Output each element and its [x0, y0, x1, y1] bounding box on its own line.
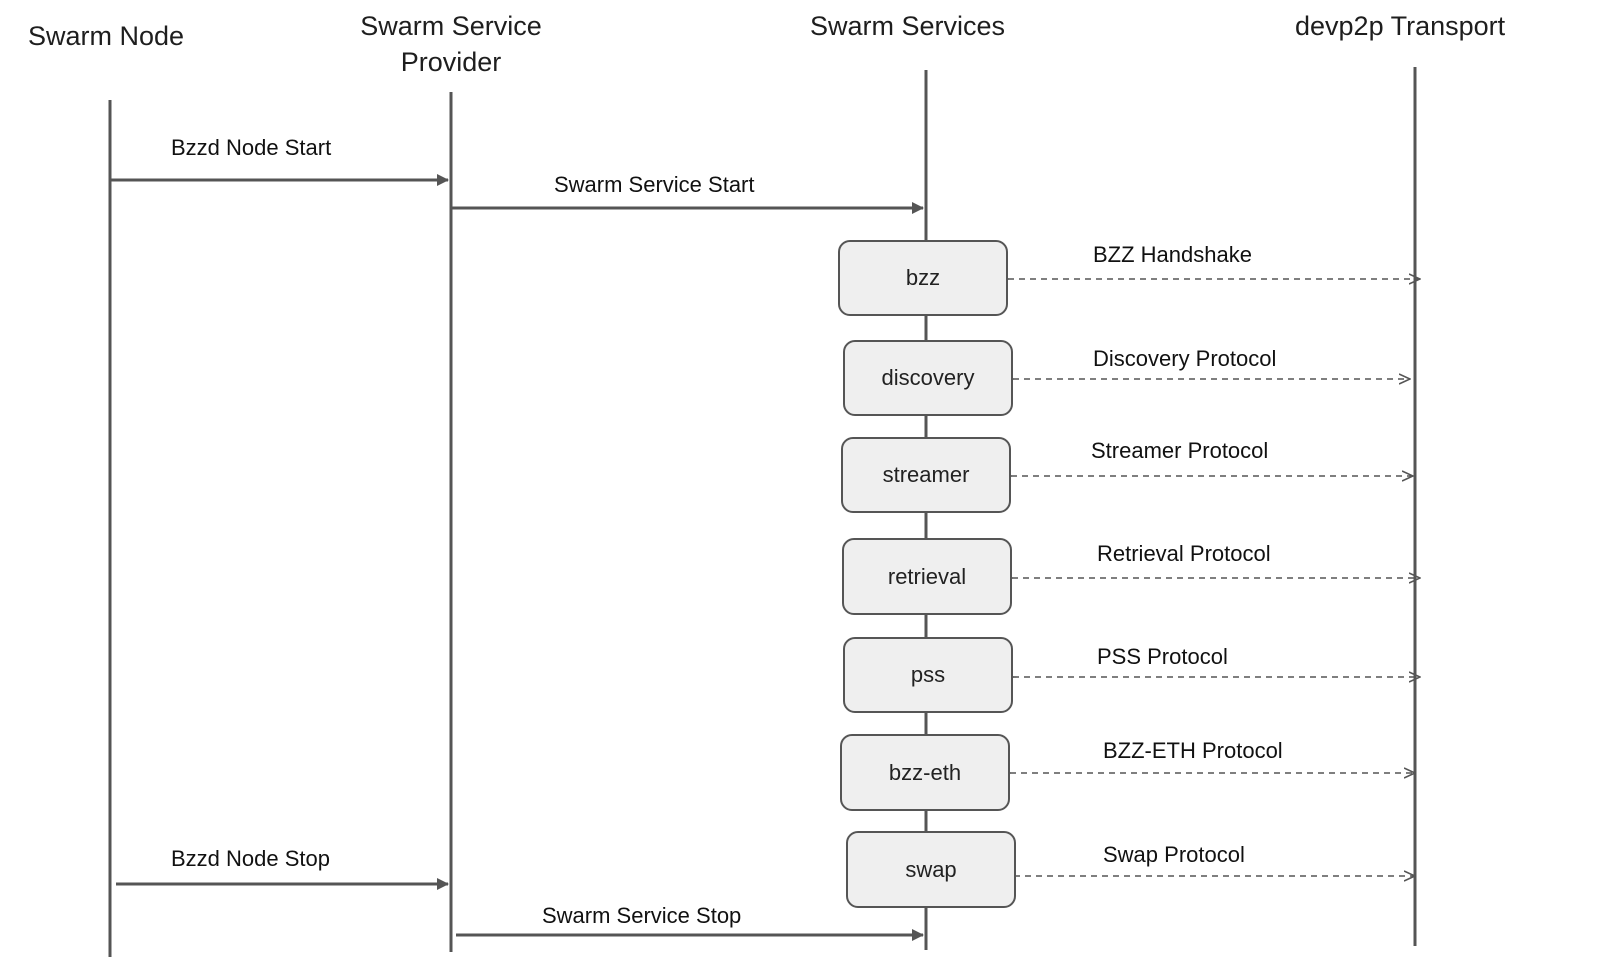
label-service-start: Swarm Service Start	[554, 172, 755, 197]
service-box-pss: pss	[843, 637, 1013, 713]
service-box-bzz-eth: bzz-eth	[840, 734, 1010, 811]
lane-title-devp2p: devp2p Transport	[1295, 11, 1506, 41]
lane-title-service-provider: Swarm Service Provider	[346, 8, 556, 80]
label-bzz-eth-protocol: BZZ-ETH Protocol	[1103, 738, 1283, 763]
label-pss-protocol: PSS Protocol	[1097, 644, 1228, 669]
service-box-swap: swap	[846, 831, 1016, 908]
service-box-retrieval: retrieval	[842, 538, 1012, 615]
lane-title-swarm-node: Swarm Node	[28, 21, 185, 51]
service-box-bzz: bzz	[838, 240, 1008, 316]
label-node-stop: Bzzd Node Stop	[171, 846, 330, 871]
label-streamer-protocol: Streamer Protocol	[1091, 438, 1269, 463]
lane-title-service-provider-line1: Swarm Service	[360, 11, 542, 41]
lane-title-swarm-services: Swarm Services	[810, 11, 1006, 41]
label-node-start: Bzzd Node Start	[171, 135, 332, 160]
lane-title-service-provider-line2: Provider	[400, 47, 502, 77]
label-swap-protocol: Swap Protocol	[1103, 842, 1245, 867]
service-box-discovery: discovery	[843, 340, 1013, 416]
label-bzz-handshake: BZZ Handshake	[1093, 242, 1252, 267]
service-box-streamer: streamer	[841, 437, 1011, 513]
label-retrieval-protocol: Retrieval Protocol	[1097, 541, 1271, 566]
label-discovery-protocol: Discovery Protocol	[1093, 346, 1277, 371]
label-service-stop: Swarm Service Stop	[542, 903, 742, 928]
